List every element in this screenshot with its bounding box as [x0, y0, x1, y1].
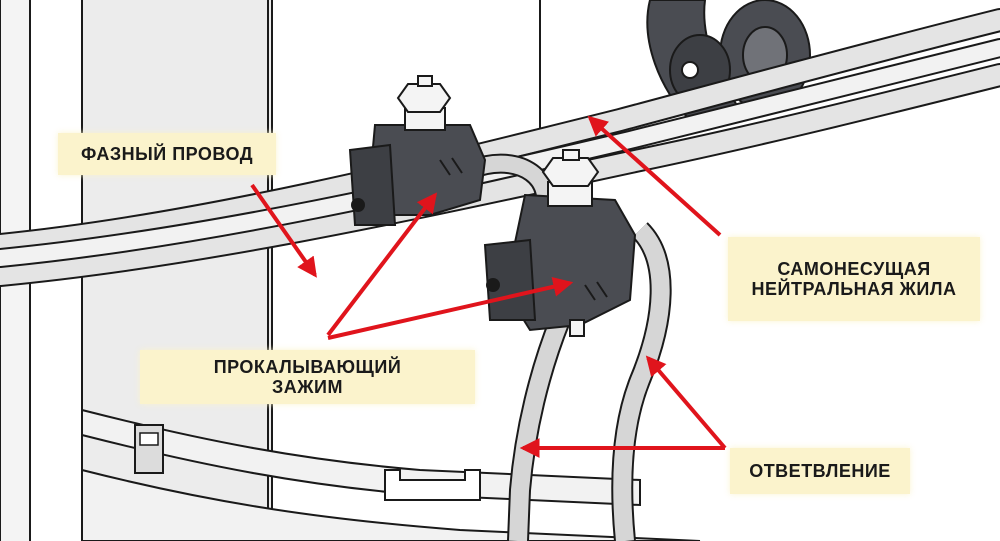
- arrow-neutral: [587, 115, 722, 237]
- label-neutral-wire: САМОНЕСУЩАЯ НЕЙТРАЛЬНАЯ ЖИЛА: [728, 237, 980, 321]
- arrow-clamp-1: [326, 192, 438, 337]
- label-branch-text: ОТВЕТВЛЕНИЕ: [749, 460, 891, 481]
- label-branch: ОТВЕТВЛЕНИЕ: [730, 448, 910, 494]
- label-neutral-line2: НЕЙТРАЛЬНАЯ ЖИЛА: [751, 279, 957, 299]
- label-clamp-line2: ЗАЖИМ: [272, 377, 343, 397]
- piercing-clamp-1: [348, 75, 487, 226]
- arrow-phase-wire: [250, 183, 317, 278]
- label-neutral-line1: САМОНЕСУЩАЯ: [777, 258, 931, 279]
- piercing-clamp-2: [483, 149, 637, 337]
- arrow-clamp-2: [327, 276, 574, 340]
- label-clamp-line1: ПРОКАЛЫВАЮЩИЙ: [213, 356, 402, 377]
- pole-strap: [81, 408, 701, 541]
- arrow-branch-1: [645, 355, 727, 450]
- annotation-arrows: [250, 115, 727, 458]
- label-phase-wire-text: ФАЗНЫЙ ПРОВОД: [80, 143, 254, 164]
- label-phase-wire: ФАЗНЫЙ ПРОВОД: [58, 133, 276, 175]
- label-piercing-clamp: ПРОКАЛЫВАЮЩИЙ ЗАЖИМ: [140, 350, 475, 404]
